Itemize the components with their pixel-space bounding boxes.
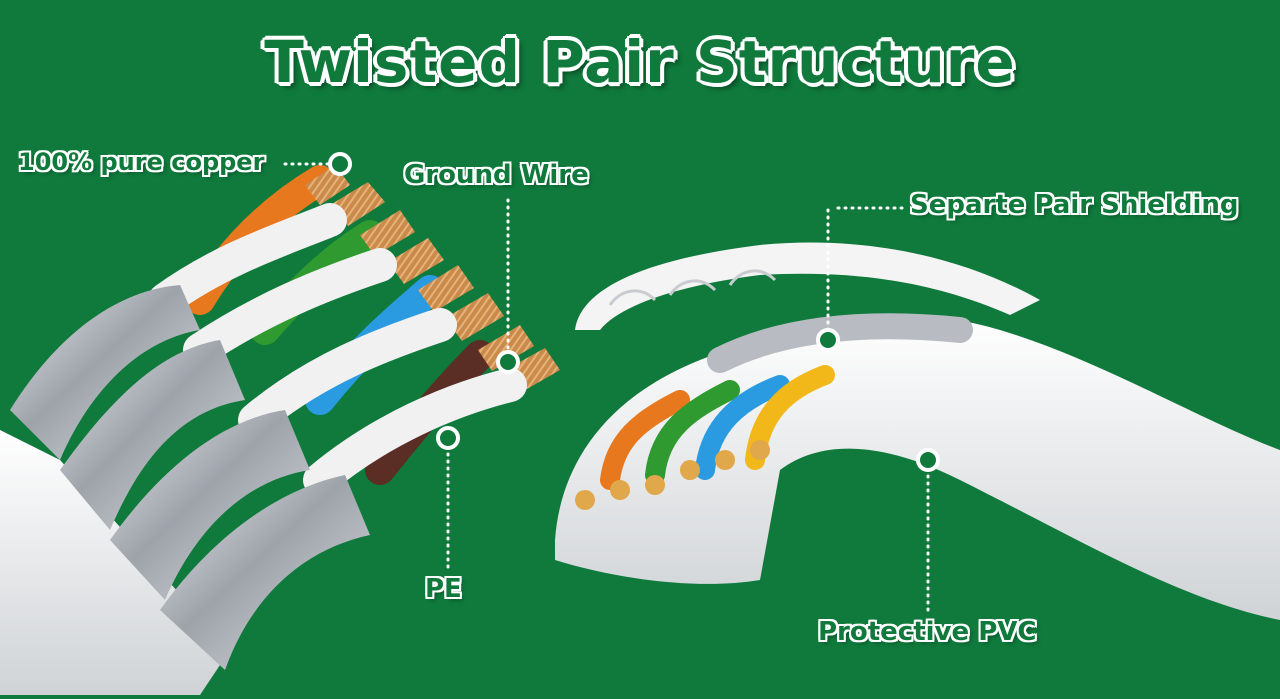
wire-white xyxy=(238,308,457,437)
flap-groove xyxy=(668,279,717,296)
flap-groove xyxy=(608,289,657,306)
pair-orange xyxy=(600,390,690,490)
copper-tip xyxy=(418,265,474,312)
left-foil-shields xyxy=(10,285,370,670)
copper-end xyxy=(610,480,630,500)
label-shielding: Separte Pair Shielding xyxy=(910,190,1239,220)
right-copper-ends xyxy=(575,440,770,510)
copper-tip xyxy=(445,293,504,341)
diagram-title: Twisted Pair Structure xyxy=(264,28,1016,96)
wire-white xyxy=(183,248,397,367)
label-copper: 100% pure copper xyxy=(18,148,265,176)
copper-tip xyxy=(360,210,415,256)
copper-end xyxy=(680,460,700,480)
right-cable-flap xyxy=(575,242,1040,330)
copper-tip xyxy=(478,325,534,371)
label-ground-wire: Ground Wire xyxy=(404,160,589,190)
left-cable-jacket xyxy=(0,430,230,695)
copper-tip xyxy=(388,238,444,284)
callout-dot xyxy=(436,426,460,450)
left-cable xyxy=(0,165,560,695)
copper-end xyxy=(575,490,595,510)
flap-groove xyxy=(728,269,777,286)
label-pvc: Protective PVC xyxy=(818,617,1037,647)
copper-end xyxy=(750,440,770,460)
copper-end xyxy=(645,475,665,495)
callout-dot xyxy=(816,328,840,352)
label-pe: PE xyxy=(425,574,462,604)
callout-dot xyxy=(916,448,940,472)
foil-shield xyxy=(60,340,245,530)
copper-end xyxy=(715,450,735,470)
wire-white xyxy=(303,368,527,497)
wire-white xyxy=(148,203,347,317)
pair-blue xyxy=(695,375,790,480)
callouts xyxy=(283,162,930,614)
foil-shield xyxy=(10,285,200,460)
foil-shield xyxy=(160,475,370,670)
left-white-wires xyxy=(148,203,527,497)
foil-shield xyxy=(110,410,310,600)
callout-dot xyxy=(496,350,520,374)
pair-green xyxy=(645,380,740,485)
callout-dot xyxy=(328,152,352,176)
callout-dots xyxy=(328,152,940,472)
right-cable xyxy=(555,242,1280,620)
